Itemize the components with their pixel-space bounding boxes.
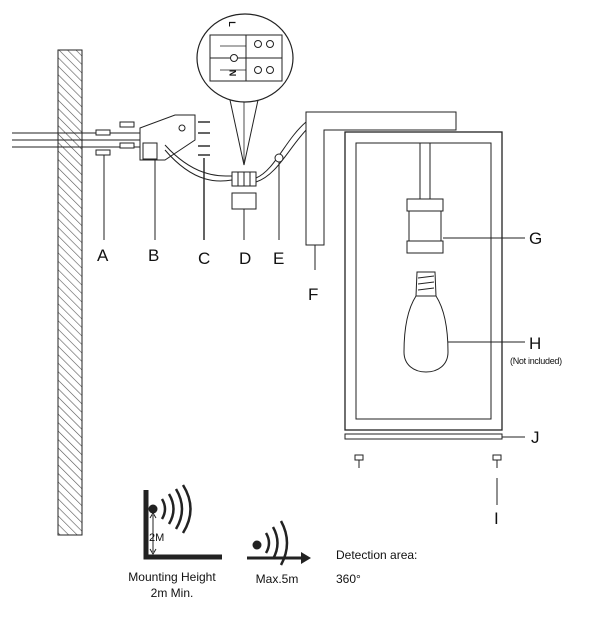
max-range-caption: Max.5m [255,572,299,586]
label-D: D [239,249,252,268]
label-F: F [308,285,319,304]
label-E: E [273,249,285,268]
wall-plugs [95,121,135,240]
wiring-detail-callout [196,13,294,166]
height-marker: 2M [149,532,165,544]
terminal-live-label: L [226,21,237,27]
mounting-height-min: 2m Min. [150,586,194,600]
bottom-plate [344,433,525,440]
terminal-neutral-label: N [227,69,238,77]
label-C: C [198,249,211,268]
wires [164,121,311,183]
terminal-block [231,171,257,240]
mounting-bracket [139,114,196,240]
lamp-backplate [305,111,457,270]
label-I: I [494,509,499,528]
light-bulb [403,271,525,373]
label-H: H [529,334,542,353]
wall [57,49,83,536]
mounting-height-icon [143,484,222,560]
detection-area-title: Detection area: [336,548,418,562]
label-B: B [148,246,160,265]
label-G: G [529,229,543,248]
label-J: J [531,428,540,447]
detection-area-value: 360° [336,572,361,586]
lamp-holder [406,142,525,254]
mounting-height-caption: Mounting Height [128,570,216,584]
detection-range-icon [247,520,311,566]
screws [198,121,210,240]
not-included-note: (Not included) [510,356,562,366]
bottom-screws [354,454,502,505]
label-A: A [97,246,109,265]
